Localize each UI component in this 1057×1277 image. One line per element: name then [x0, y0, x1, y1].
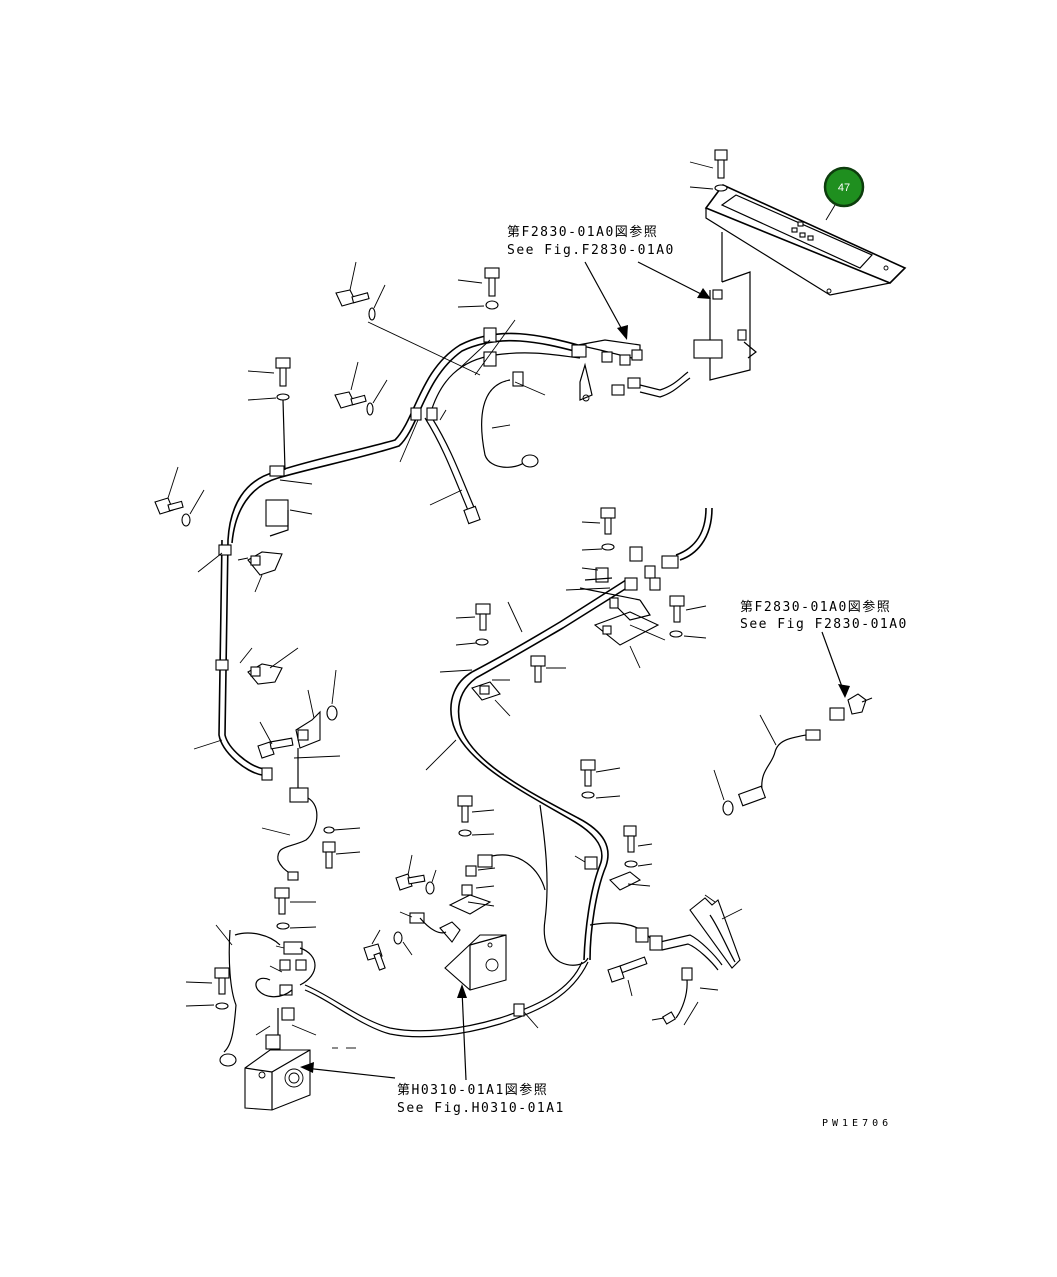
- bolt-top-right: [689, 149, 728, 192]
- ref-3-en: See Fig.H0310-01A1: [397, 1101, 565, 1116]
- leaders-upper: [279, 319, 546, 515]
- callout-badge[interactable]: [823, 166, 865, 208]
- bottom-cable: [304, 961, 589, 1038]
- ref-1-jp: 第F2830-01A0図参照: [507, 224, 658, 240]
- bolt-left-mid: [154, 466, 205, 527]
- part-47-callout-button[interactable]: 47: [823, 166, 865, 208]
- connector-block-upper: [571, 339, 691, 402]
- valve-block-middle: [363, 795, 546, 991]
- bolt-top-middle: [457, 267, 500, 310]
- lower-right-cable: [589, 825, 743, 1026]
- middle-harness: [471, 507, 713, 679]
- cover-plate: [693, 184, 907, 381]
- callout-number: 47: [838, 182, 850, 194]
- ref-2-jp: 第F2830-01A0図参照: [740, 599, 891, 615]
- reference-arrows: [300, 261, 711, 1081]
- bolts-upper-left: [247, 261, 388, 471]
- upper-harness: [227, 327, 581, 544]
- left-harness: [193, 499, 299, 781]
- ref-1-en: See Fig.F2830-01A0: [507, 243, 675, 258]
- ref-3-jp: 第H0310-01A1図参照: [397, 1082, 548, 1098]
- bolts-middle: [439, 603, 566, 717]
- bolts-middle-right: [581, 507, 707, 639]
- main-harness-loop: [425, 671, 621, 966]
- drawing-code: PW1E706: [822, 1118, 892, 1129]
- sensor-right: [713, 631, 873, 816]
- sensor-left: [261, 787, 361, 881]
- reference-labels: 第F2830-01A0図参照 See Fig.F2830-01A0 第F2830…: [397, 224, 908, 1129]
- bracket-left-lower: [257, 669, 341, 790]
- valve-block-left: [185, 887, 356, 1111]
- ref-2-en: See Fig F2830-01A0: [740, 617, 908, 632]
